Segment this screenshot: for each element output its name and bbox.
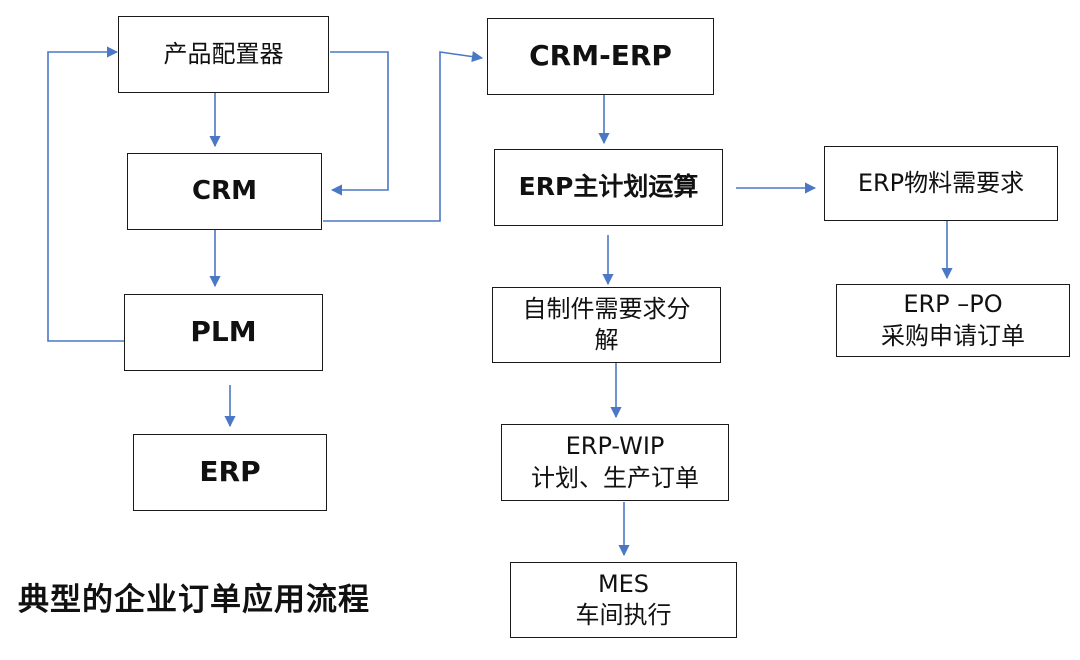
erp-material-demand-node: ERP物料需要求	[824, 146, 1058, 221]
crm-label: CRM	[192, 175, 257, 206]
erp-wip-line2: 计划、生产订单	[531, 463, 699, 492]
erp-node: ERP	[133, 434, 327, 511]
erp-po-line1: ERP –PO	[903, 290, 1003, 319]
plm-node: PLM	[124, 294, 323, 371]
mes-node: MES 车间执行	[510, 562, 737, 638]
product-configurator-node: 产品配置器	[118, 16, 329, 93]
erp-wip-line1: ERP-WIP	[565, 432, 665, 461]
crm-erp-node: CRM-ERP	[487, 18, 714, 95]
self-made-parts-line1: 自制件需要求分	[522, 294, 691, 323]
erp-po-line2: 采购申请订单	[881, 321, 1025, 350]
erp-material-demand-label: ERP物料需要求	[857, 168, 1025, 197]
crm-erp-label: CRM-ERP	[529, 39, 672, 73]
edge-configurator-to-crm-loop	[330, 51, 389, 196]
mes-line1: MES	[597, 569, 650, 598]
edge-plm-to-configurator	[47, 46, 124, 342]
erp-master-plan-node: ERP主计划运算	[494, 149, 723, 226]
diagram-caption: 典型的企业订单应用流程	[18, 582, 370, 618]
erp-wip-node: ERP-WIP 计划、生产订单	[501, 424, 729, 501]
crm-node: CRM	[127, 153, 322, 230]
self-made-parts-line2: 解	[594, 326, 619, 354]
plm-label: PLM	[190, 315, 257, 349]
erp-master-plan-label: ERP主计划运算	[518, 172, 699, 202]
mes-line2: 车间执行	[575, 601, 672, 629]
self-made-parts-node: 自制件需要求分 解	[492, 287, 721, 363]
edge-crm-to-crm-erp	[323, 51, 484, 222]
erp-label: ERP	[199, 455, 261, 489]
product-configurator-label: 产品配置器	[163, 39, 284, 68]
erp-po-node: ERP –PO 采购申请订单	[836, 284, 1070, 357]
